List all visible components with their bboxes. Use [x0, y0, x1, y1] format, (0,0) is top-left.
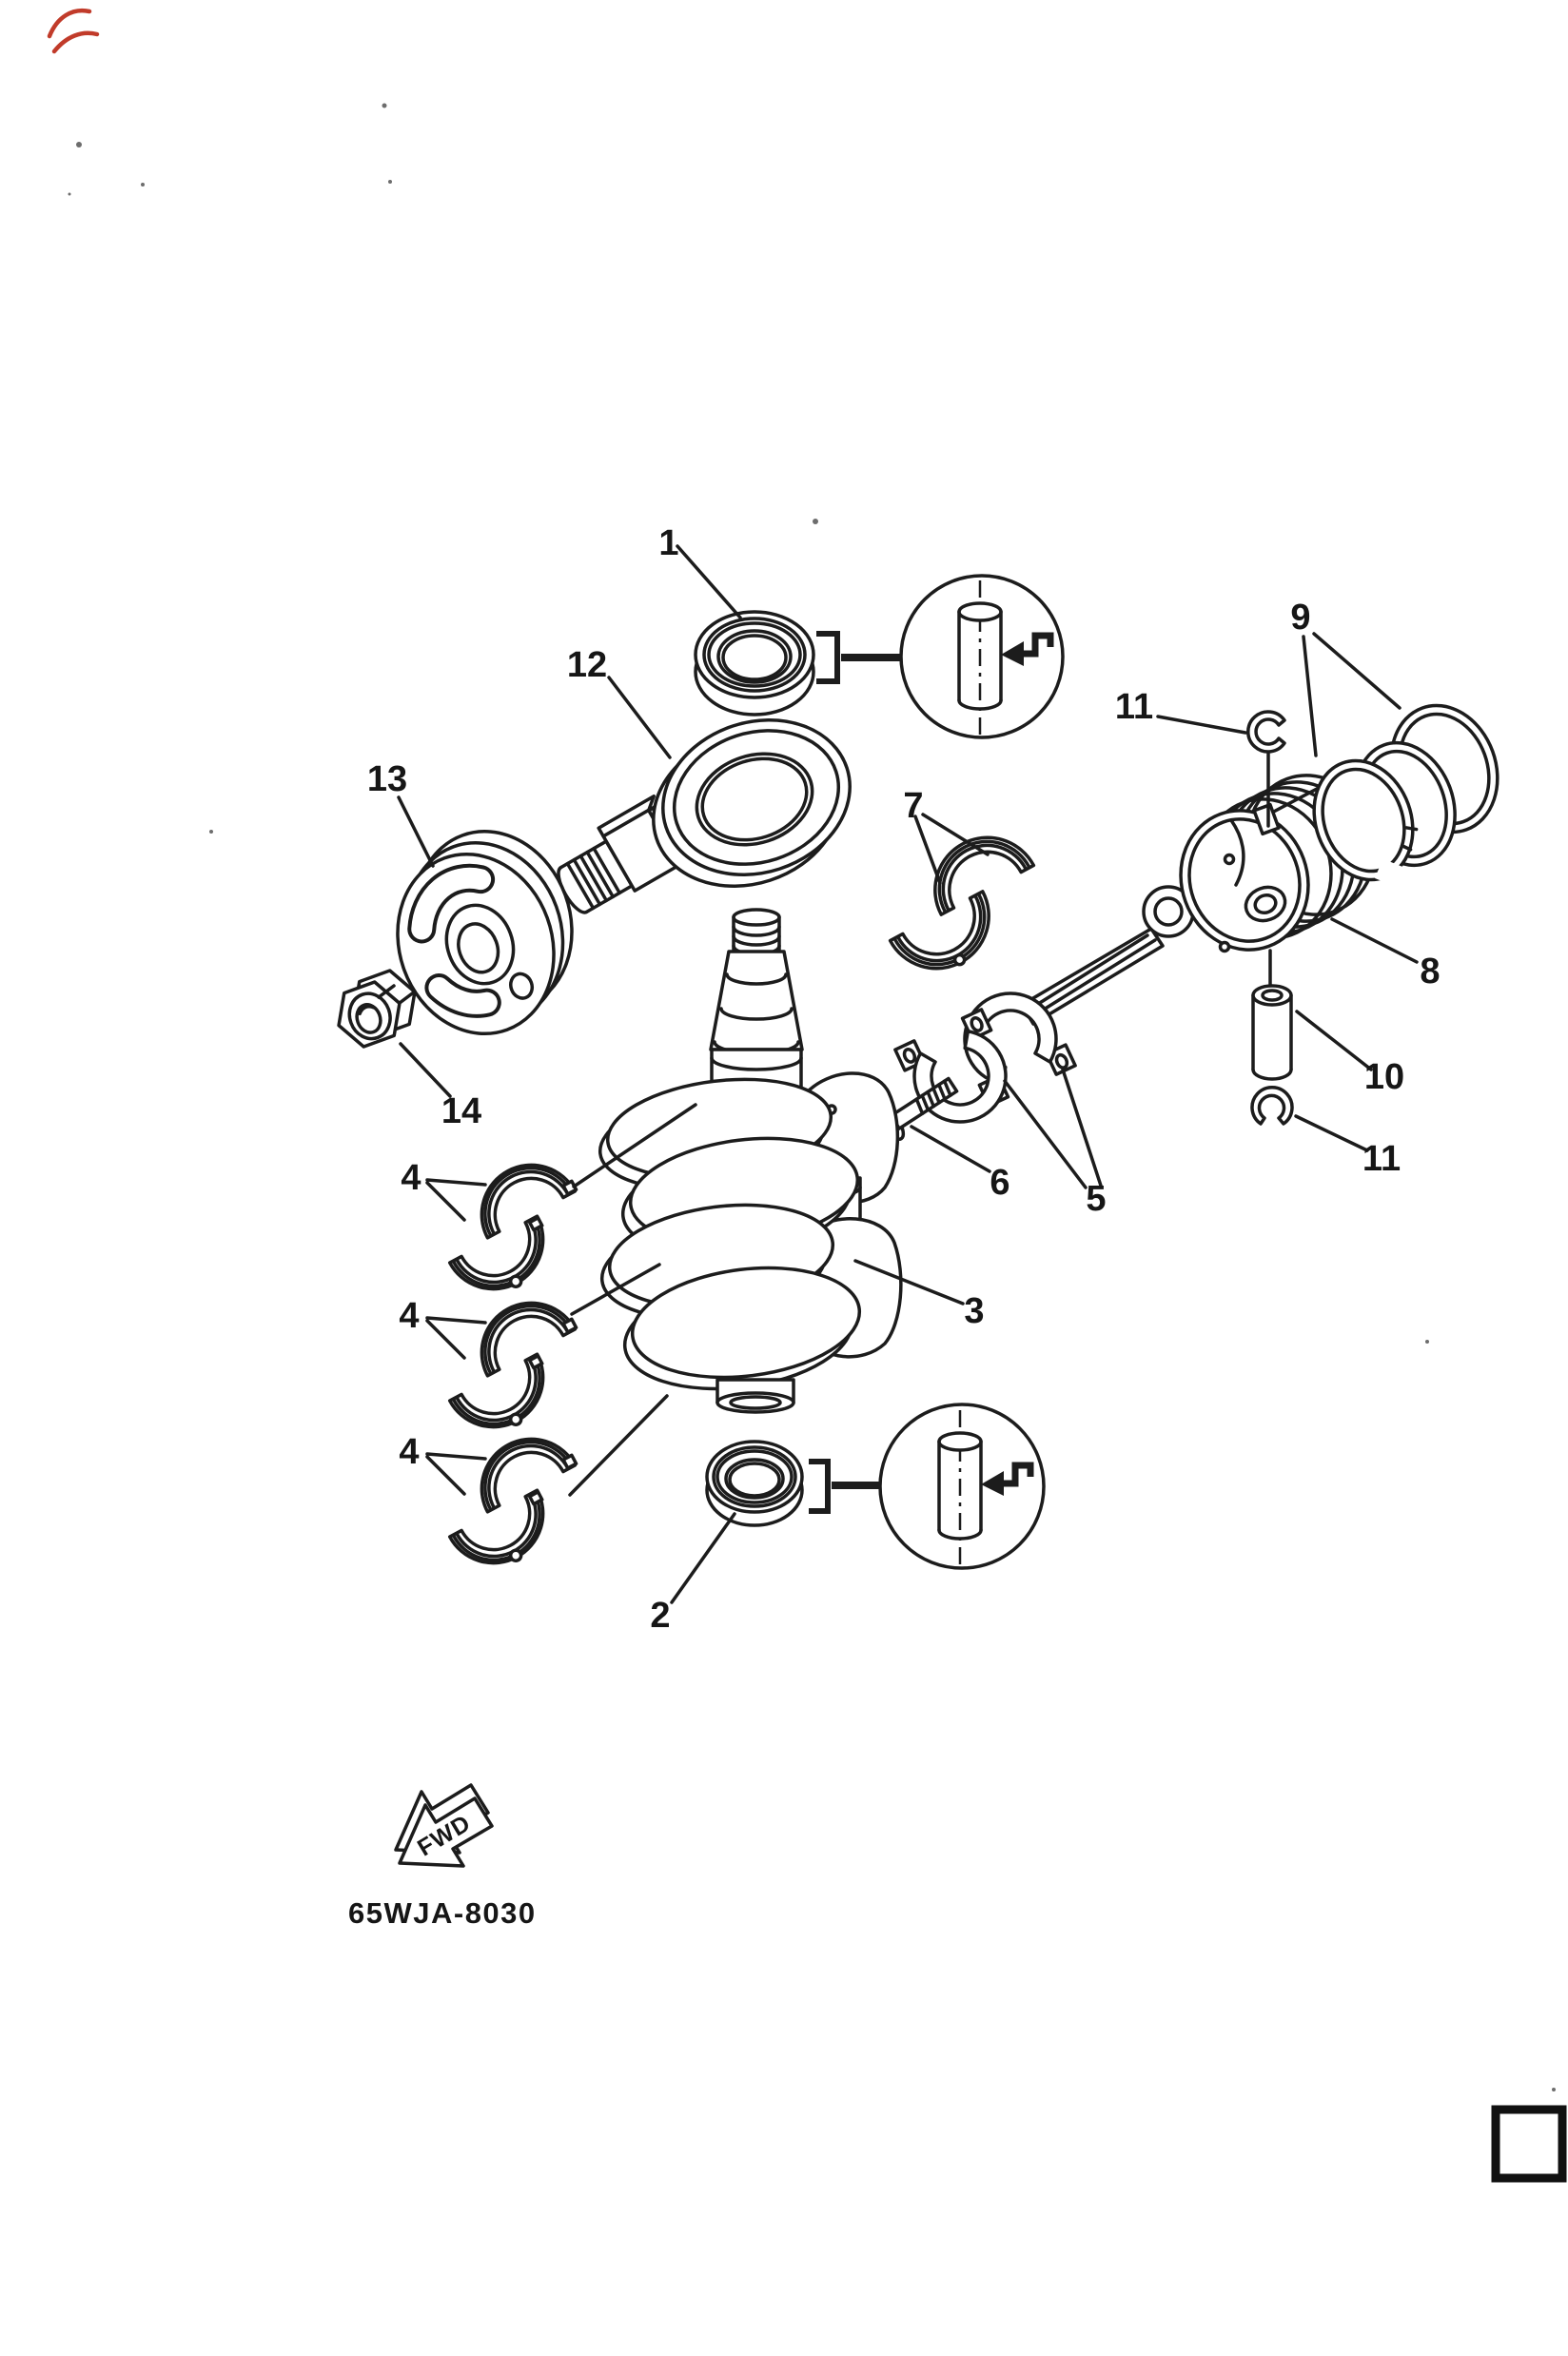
leader-5	[1003, 1068, 1103, 1189]
part-circlip-lower-11	[1250, 1086, 1294, 1126]
callout-4a: 4	[401, 1158, 421, 1198]
callout-3: 3	[964, 1291, 984, 1331]
callout-8: 8	[1420, 952, 1440, 991]
crank-journal-lines	[568, 1103, 697, 1497]
callout-5: 5	[1086, 1179, 1106, 1219]
seal-detail-circle-bottom	[878, 1403, 1046, 1570]
part-drive-disc-13	[396, 830, 574, 1036]
leader-7	[913, 813, 990, 885]
part-crankshaft-3	[598, 908, 903, 1414]
leader-1	[676, 544, 742, 619]
callout-6: 6	[990, 1163, 1009, 1203]
callout-9: 9	[1290, 598, 1310, 638]
leader-4c	[425, 1452, 487, 1496]
callout-11-upper: 11	[1115, 687, 1153, 727]
part-rod-12	[557, 718, 852, 914]
part-piston-rings-9	[1312, 703, 1499, 888]
leader-13	[397, 795, 435, 868]
seal-2-bracket	[809, 1459, 831, 1514]
part-circlip-upper-11	[1246, 710, 1286, 754]
callout-1: 1	[658, 523, 678, 563]
callout-12: 12	[567, 645, 607, 685]
seal-1-bracket	[816, 631, 840, 684]
page-corner-box	[1491, 2105, 1567, 2183]
leader-10	[1295, 1010, 1373, 1071]
seal-detail-circle-top	[899, 574, 1065, 739]
part-piston-pin-10	[1251, 984, 1293, 1081]
part-nut-14	[337, 969, 417, 1049]
callout-14: 14	[441, 1091, 481, 1131]
callout-11-lower: 11	[1362, 1139, 1401, 1179]
callout-13: 13	[367, 759, 407, 799]
callout-4c: 4	[399, 1432, 419, 1472]
callout-7: 7	[903, 786, 923, 826]
leader-2	[670, 1512, 736, 1604]
leader-lines	[397, 544, 1419, 1604]
leader-14	[399, 1042, 452, 1098]
callout-2: 2	[650, 1596, 670, 1636]
leader-6	[910, 1125, 991, 1173]
leader-12	[607, 676, 672, 759]
figure-part-code: 65WJA-8030	[348, 1896, 537, 1930]
seal-lip-arrow-icon	[981, 1471, 1004, 1496]
callout-labels: 1 12 13 14 7 9 11 8 10 11 6 5 3 4 4 4 2	[367, 523, 1441, 1636]
part-oil-seal-upper	[694, 610, 815, 717]
seal-lip-arrow-icon	[1001, 641, 1024, 666]
fwd-direction-arrow: FWD	[394, 1783, 494, 1868]
part-rod-bearings-7	[888, 835, 1036, 971]
part-connecting-rod-5	[893, 885, 1195, 1124]
leader-8	[1330, 917, 1419, 964]
leader-11-lower	[1294, 1114, 1369, 1152]
red-pen-marks	[47, 8, 100, 54]
leader-11-upper	[1156, 715, 1247, 735]
leader-9	[1302, 632, 1401, 757]
leader-3	[853, 1259, 965, 1306]
part-oil-seal-lower	[705, 1440, 804, 1527]
leader-4a	[425, 1178, 487, 1222]
callout-4b: 4	[399, 1296, 419, 1336]
leader-4b	[425, 1316, 487, 1360]
part-main-bearings-4	[447, 1145, 578, 1585]
callout-10: 10	[1364, 1057, 1404, 1097]
